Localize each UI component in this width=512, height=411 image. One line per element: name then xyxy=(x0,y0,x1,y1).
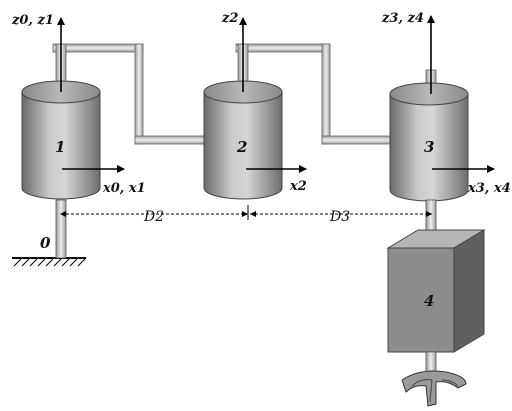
x-label-3: x3, x4 xyxy=(467,181,511,196)
end-block-4 xyxy=(386,229,486,353)
x-label-2: x2 xyxy=(289,179,307,194)
base-label: 0 xyxy=(40,234,51,252)
joint-3-label: 3 xyxy=(424,138,434,156)
block-4-label: 4 xyxy=(424,292,434,310)
joint-1-label: 1 xyxy=(55,138,65,156)
dimension-d2-line xyxy=(60,205,249,220)
z-label-1: z0, z1 xyxy=(11,13,54,28)
ground-base xyxy=(12,257,87,267)
x-label-1: x0, x1 xyxy=(102,181,146,196)
dimension-d2-label: D2 xyxy=(143,209,164,225)
base-post xyxy=(55,199,67,259)
z-label-3: z3, z4 xyxy=(381,11,424,26)
joint-cylinder-3 xyxy=(389,82,469,202)
dimension-d3-label: D3 xyxy=(329,209,350,225)
gripper-tool xyxy=(401,370,467,407)
joint-2-label: 2 xyxy=(236,138,247,156)
z-label-2: z2 xyxy=(221,11,238,26)
dimension-d3-line xyxy=(250,211,432,217)
